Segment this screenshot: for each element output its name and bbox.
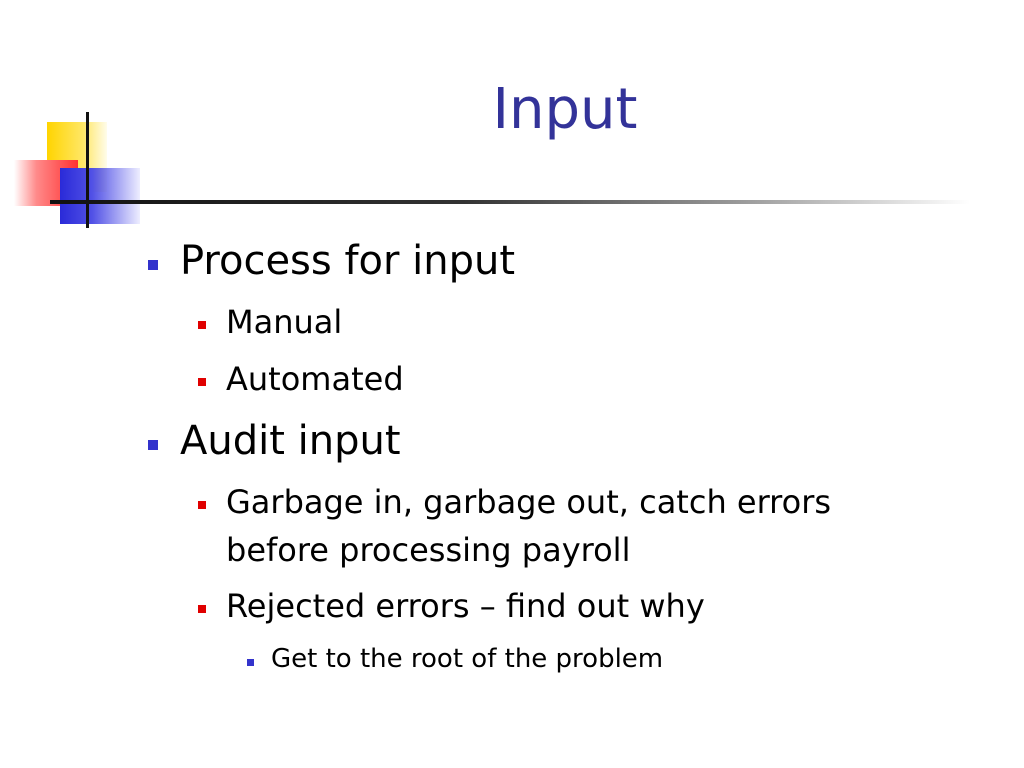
bullet-item-audit-input: Audit input [180,418,401,464]
bullet-item-manual: Manual [226,303,343,341]
bullet-item-root-of-problem: Get to the root of the problem [271,644,664,674]
blue-square [60,168,140,224]
bullet-square-icon [148,440,158,450]
bullet-item-automated: Automated [226,360,404,398]
vertical-rule [86,112,89,228]
title-divider [50,200,970,204]
decorative-logo [0,0,170,240]
bullet-item-rejected-errors: Rejected errors – find out why [226,587,705,625]
bullet-square-icon [198,501,206,509]
bullet-item-garbage-in-garbage-out: Garbage in, garbage out, catch errors be… [226,483,832,569]
bullet-square-icon [198,378,206,386]
slide-title: Input [492,77,638,142]
bullet-square-icon [247,659,254,666]
bullet-square-icon [198,321,206,329]
bullet-square-icon [198,605,206,613]
bullet-item-process-for-input: Process for input [180,238,516,284]
bullet-square-icon [148,260,158,270]
